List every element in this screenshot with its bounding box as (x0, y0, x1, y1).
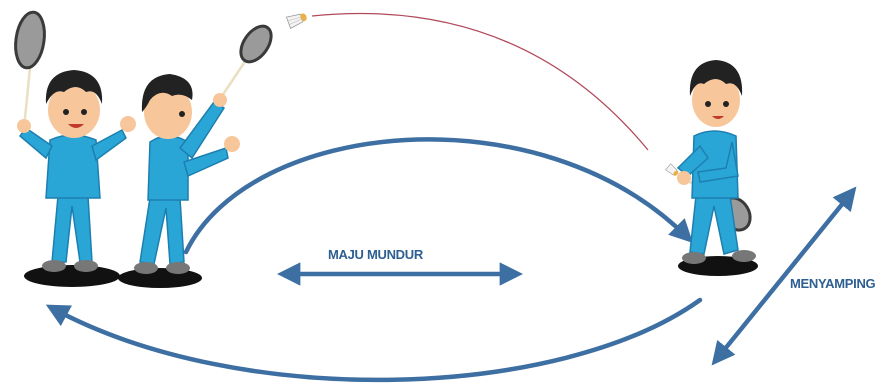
incoming-shuttle-icon (665, 163, 679, 176)
return-arrow (45, 297, 703, 383)
player-front-icon (14, 10, 136, 287)
maju-mundur-label: MAJU MUNDUR (328, 247, 423, 262)
shuttlecock-icon (285, 13, 307, 29)
menyamping-arrow (711, 186, 857, 366)
menyamping-label: MENYAMPING (790, 276, 876, 291)
player-receive-icon (676, 60, 758, 276)
forward-swing-arrow (183, 137, 693, 255)
player-side-icon (118, 24, 273, 288)
shuttle-flight-path (311, 12, 649, 151)
